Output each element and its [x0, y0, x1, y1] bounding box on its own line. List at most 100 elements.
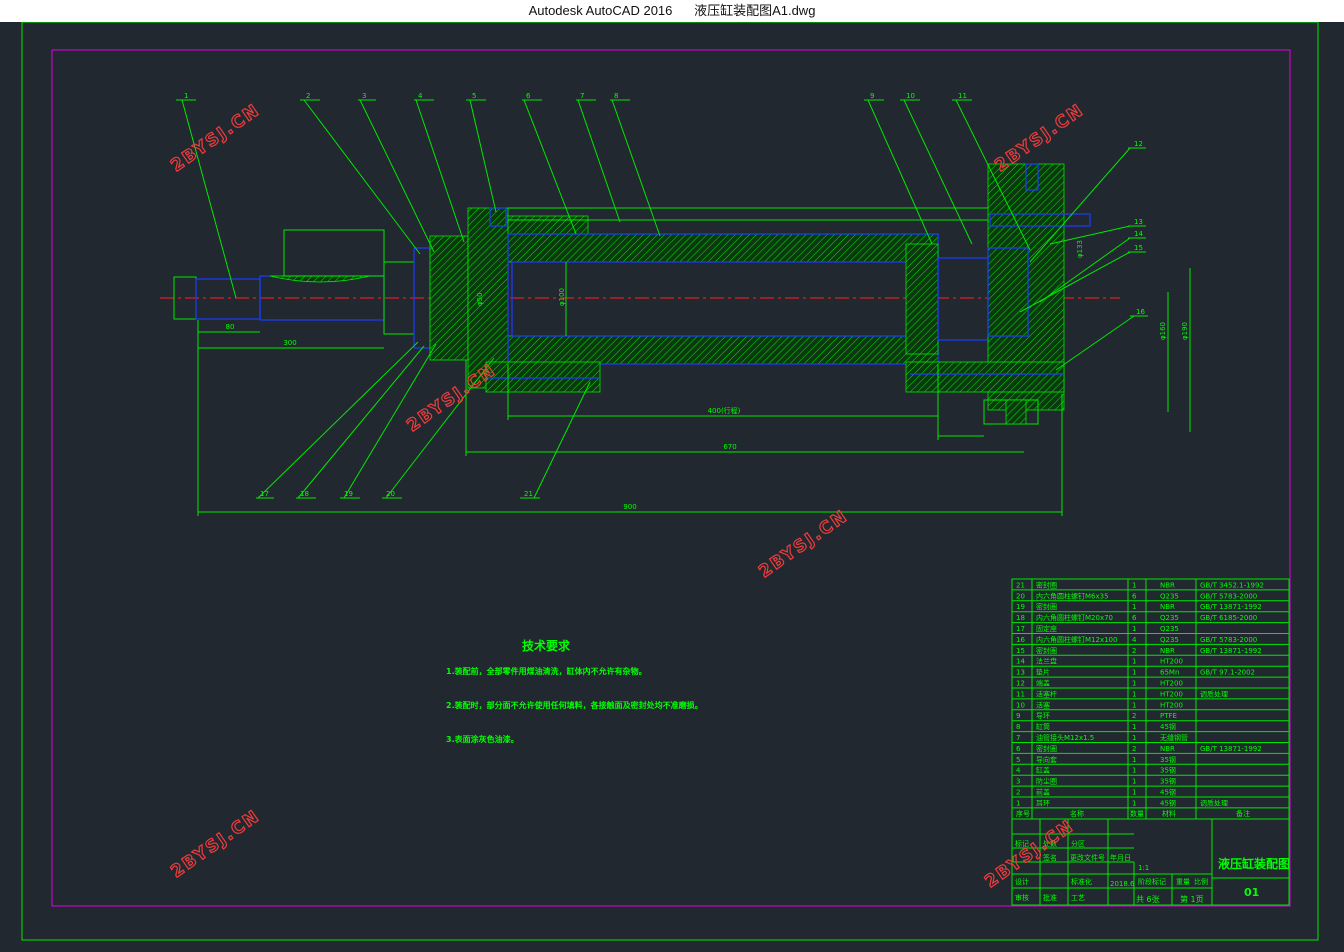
dim-mount: φ190: [1181, 322, 1189, 340]
svg-text:工艺: 工艺: [1071, 894, 1085, 902]
scale-cell: 1:1: [1138, 864, 1149, 872]
bom-cell: 2: [1016, 789, 1020, 797]
bom-cell: 1: [1132, 658, 1136, 666]
bom-cell: 45钢: [1160, 722, 1176, 731]
bom-cell: 9: [1016, 712, 1020, 720]
bom-cell: 1: [1016, 799, 1020, 807]
bom-cell: 导环: [1036, 712, 1050, 720]
bom-cell: 法兰盘: [1036, 657, 1057, 666]
bom-cell: HT200: [1160, 701, 1183, 709]
bom-cell: 8: [1016, 723, 1020, 731]
bom-cell: 4: [1132, 636, 1137, 644]
bom-cell: 5: [1016, 756, 1020, 764]
sheet-number: 第 1页: [1180, 894, 1204, 904]
tech-item-1: 1.装配前，全部零件用煤油清洗，缸体内不允许有杂物。: [446, 666, 647, 676]
leaders-bottom: [256, 341, 591, 499]
bom-cell: 1: [1132, 734, 1136, 742]
bom-cell: 4: [1016, 767, 1021, 775]
svg-text:3: 3: [362, 92, 366, 100]
svg-text:12: 12: [1134, 140, 1143, 148]
tech-title: 技术要求: [522, 638, 571, 653]
svg-text:比例: 比例: [1194, 877, 1208, 886]
bom-cell: 14: [1016, 658, 1025, 666]
svg-text:13: 13: [1134, 218, 1143, 226]
svg-text:标准化: 标准化: [1071, 877, 1092, 886]
bom-cell: 1: [1132, 723, 1136, 731]
bom-cell: 内六角圆柱螺钉M20x70: [1036, 613, 1113, 622]
bom-cell: 13: [1016, 669, 1025, 677]
bom-cell: 45钢: [1160, 798, 1176, 807]
svg-text:17: 17: [260, 490, 269, 498]
bom-cell: 活塞: [1036, 700, 1050, 709]
svg-text:数量: 数量: [1130, 809, 1144, 818]
svg-text:设计: 设计: [1015, 877, 1029, 886]
bom-cell: 1: [1132, 581, 1136, 589]
bom-cell: 1: [1132, 625, 1136, 633]
svg-text:2: 2: [306, 92, 310, 100]
bom-cell: 35钢: [1160, 777, 1176, 786]
bom-cell: 缸盖: [1036, 766, 1050, 775]
rear-gland-hatch: [905, 243, 939, 355]
file-name: 液压缸装配图A1.dwg: [694, 3, 816, 18]
svg-text:9: 9: [870, 92, 874, 100]
svg-text:处数: 处数: [1043, 839, 1057, 848]
title-block: 液压缸装配图 01 1:1 2018.6 共 6张 第 1页 标记 处数 分区 …: [1011, 818, 1290, 906]
svg-text:18: 18: [300, 490, 309, 498]
svg-text:16: 16: [1136, 308, 1145, 316]
drawing-number: 01: [1244, 886, 1259, 899]
bom-cell: 12: [1016, 680, 1025, 688]
bom-cell: 11: [1016, 690, 1025, 698]
bom-cell: NBR: [1160, 603, 1175, 611]
bom-cell: 密封圈: [1036, 646, 1057, 655]
bom-cell: Q235: [1160, 592, 1179, 600]
dim-bore: φ100: [558, 288, 566, 306]
bom-cell: 无缝钢管: [1160, 733, 1188, 742]
app-name: Autodesk AutoCAD 2016: [528, 3, 673, 18]
svg-text:19: 19: [344, 490, 353, 498]
svg-text:批准: 批准: [1043, 893, 1057, 902]
svg-text:2BYSJ.CN: 2BYSJ.CN: [981, 816, 1078, 892]
svg-text:分区: 分区: [1071, 839, 1085, 848]
bom-cell: 17: [1016, 625, 1025, 633]
bom-cell: 15: [1016, 647, 1025, 655]
dim-outer: φ133: [1076, 240, 1084, 258]
svg-text:序号: 序号: [1016, 809, 1030, 818]
bom-cell: 调质处理: [1200, 798, 1228, 807]
svg-text:4: 4: [418, 92, 423, 100]
svg-text:2BYSJ.CN: 2BYSJ.CN: [403, 360, 500, 436]
svg-text:阶段标记: 阶段标记: [1138, 877, 1166, 886]
bom-cell: Q235: [1160, 636, 1179, 644]
inner-frame: [51, 49, 1291, 907]
svg-text:20: 20: [386, 490, 395, 498]
bom-cell: 内六角圆柱螺钉M12x100: [1036, 635, 1117, 644]
bom-cell: 35钢: [1160, 755, 1176, 764]
svg-text:材料: 材料: [1162, 809, 1176, 818]
svg-text:2BYSJ.CN: 2BYSJ.CN: [167, 100, 264, 176]
drawing-canvas[interactable]: 900 670 400(行程) 80 300 φ160 φ190 φ100 φ5…: [0, 21, 1344, 948]
svg-text:15: 15: [1134, 244, 1143, 252]
drawing-svg[interactable]: 900 670 400(行程) 80 300 φ160 φ190 φ100 φ5…: [0, 21, 1344, 948]
dim-rodlen: 300: [283, 339, 296, 347]
bom-cell: 1: [1132, 778, 1136, 786]
bore: [511, 261, 935, 337]
tech-item-3: 3.表面涂灰色油漆。: [446, 734, 519, 744]
front-head-hatch: [467, 207, 509, 389]
svg-text:名称: 名称: [1070, 809, 1084, 818]
bom-cell: 内六角圆柱螺钉M6x35: [1036, 591, 1109, 600]
bom-cell: 油管接头M12x1.5: [1036, 733, 1094, 742]
bom-cell: 19: [1016, 603, 1025, 611]
bom-cell: 1: [1132, 789, 1136, 797]
bom-cell: 2: [1132, 745, 1136, 753]
bom-cell: 16: [1016, 636, 1025, 644]
bom-cell: 前盖: [1036, 788, 1050, 797]
rear-cavity: [987, 247, 1029, 337]
rear-top-bolt: [989, 213, 1091, 227]
bom-header: 序号 名称 数量 材料 备注: [1016, 809, 1250, 818]
svg-text:2BYSJ.CN: 2BYSJ.CN: [755, 506, 852, 582]
bom-cell: 6: [1132, 614, 1137, 622]
bom-cell: Q235: [1160, 614, 1179, 622]
bom-cell: 导向套: [1036, 755, 1057, 764]
bom-cell: 固定座: [1036, 624, 1057, 633]
bom-cell: 1: [1132, 680, 1136, 688]
bom-cell: 1: [1132, 690, 1136, 698]
